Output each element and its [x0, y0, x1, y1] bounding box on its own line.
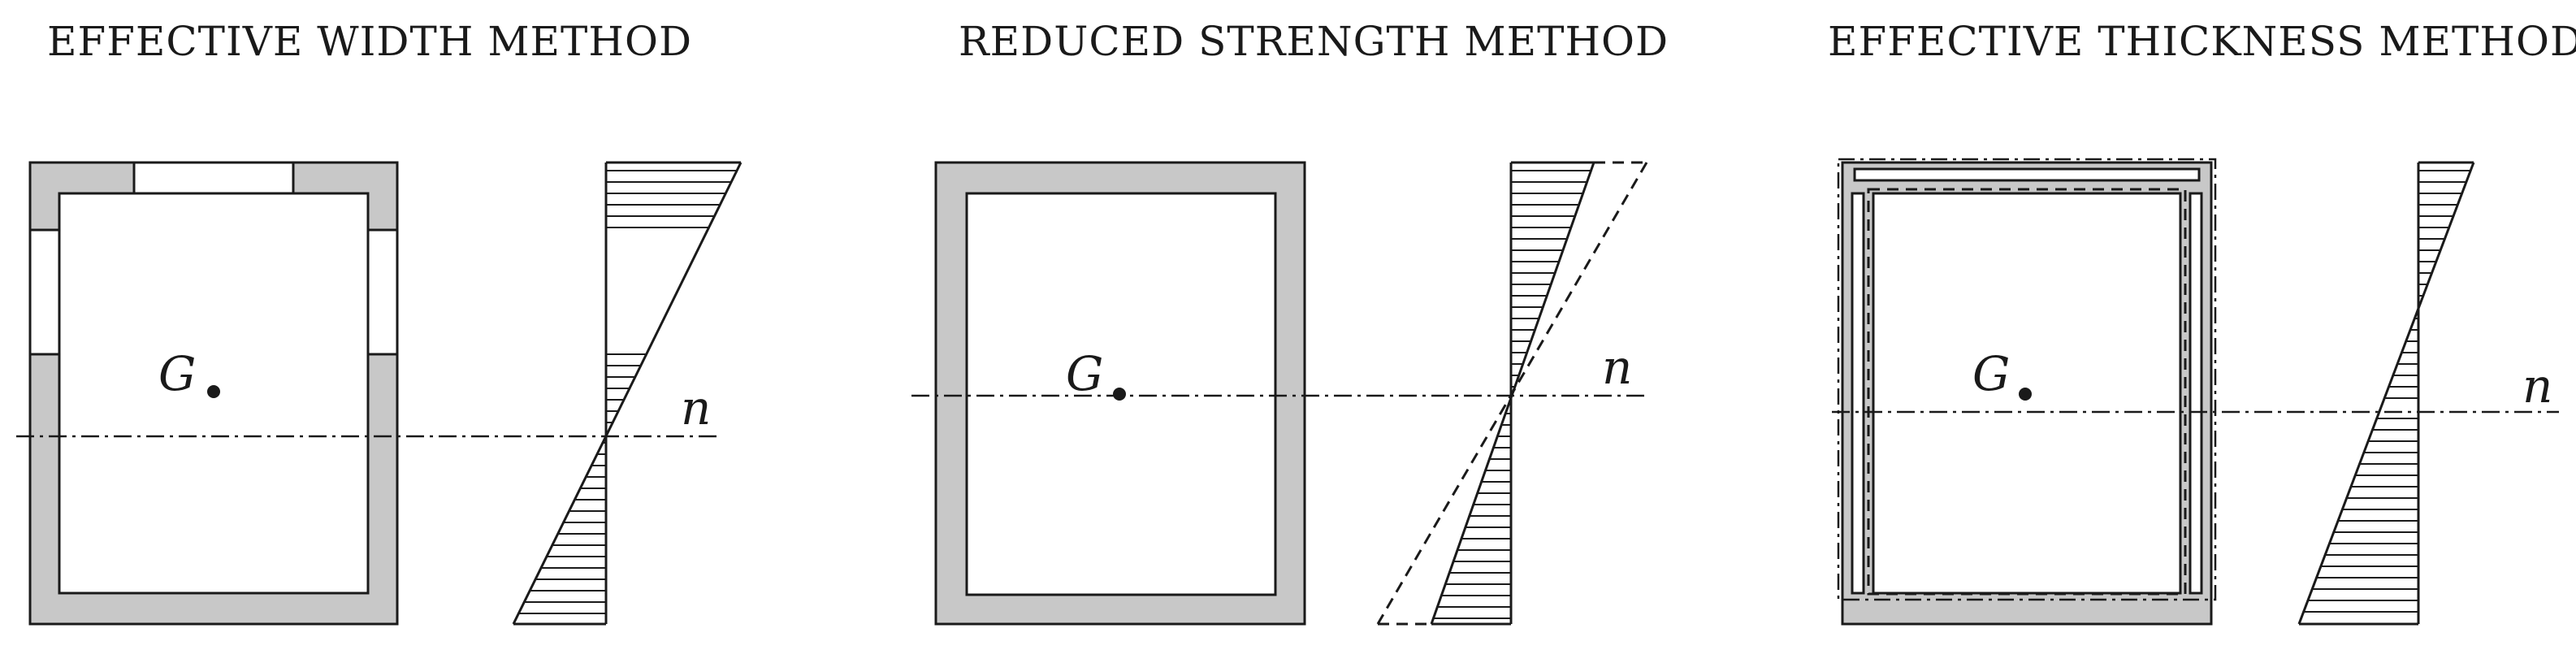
- panel-title: EFFECTIVE THICKNESS METHOD: [1828, 18, 2576, 65]
- stress-diagram: [512, 161, 742, 626]
- stress-hatching: [1433, 170, 1591, 619]
- stress-profile-line: [2297, 162, 2475, 625]
- centroid-marker: [207, 385, 220, 398]
- panel-title: EFFECTIVE WIDTH METHOD: [47, 18, 692, 65]
- cross-section: [28, 161, 399, 626]
- stress-hatching: [2303, 170, 2471, 613]
- effective-outline-inner: [1867, 188, 2187, 596]
- neutral-axis-label: n: [1602, 340, 1632, 395]
- stress-profile-line: [512, 162, 742, 625]
- centroid-marker: [1113, 388, 1126, 401]
- reduced-web-left: [1851, 192, 1865, 595]
- centroid-label: G: [1972, 346, 2010, 401]
- panel-effective-width: EFFECTIVE WIDTH METHOD G n: [16, 18, 742, 626]
- reduced-web-right: [2189, 192, 2203, 595]
- ineffective-flange-part: [132, 161, 295, 195]
- panel-title: REDUCED STRENGTH METHOD: [959, 18, 1669, 65]
- stress-diagram: [1376, 161, 1648, 626]
- stress-hatching: [518, 170, 738, 614]
- neutral-axis-label: n: [2522, 358, 2552, 414]
- panel-effective-thickness: EFFECTIVE THICKNESS METHOD G n: [1828, 18, 2576, 626]
- ineffective-web-part-right: [366, 228, 399, 356]
- centroid-label: G: [1066, 346, 1103, 401]
- centroid-label: G: [158, 346, 196, 401]
- ineffective-web-part-left: [28, 228, 61, 356]
- stress-diagram: [2297, 161, 2475, 626]
- panel-reduced-strength: REDUCED STRENGTH METHOD G n: [911, 18, 1669, 626]
- effective-outline-outer: [1837, 158, 2217, 601]
- centroid-marker: [2019, 388, 2032, 401]
- cross-section: [1837, 158, 2217, 626]
- reduced-flange-top: [1853, 167, 2201, 182]
- neutral-axis-label: n: [681, 380, 711, 436]
- full-stress-profile-line: [1376, 162, 1648, 625]
